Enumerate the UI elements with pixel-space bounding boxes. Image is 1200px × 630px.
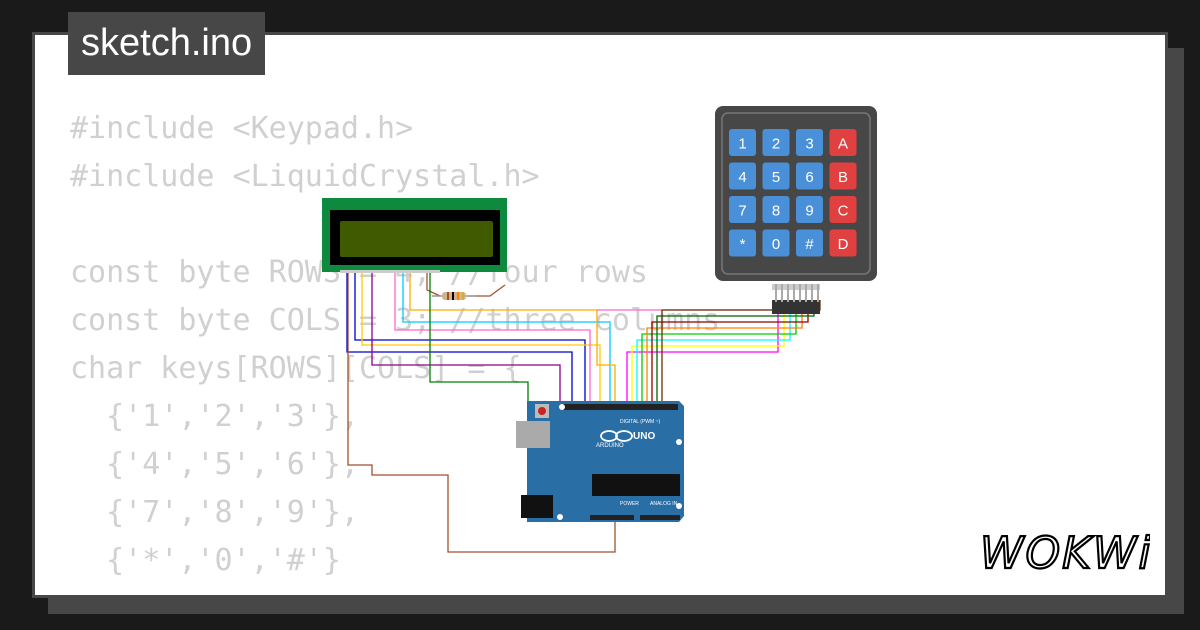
code-line: {'7','8','9'},	[70, 495, 359, 530]
keypad-key-label: 8	[772, 203, 780, 220]
wire	[354, 272, 586, 408]
keypad-key-C[interactable]	[829, 196, 857, 223]
keypad-key-label: B	[838, 169, 848, 186]
keypad-key-label: 5	[772, 169, 780, 186]
keypad-bezel	[721, 112, 871, 275]
keypad-key-label: 0	[772, 236, 780, 253]
keypad-key-label: #	[805, 236, 814, 253]
keypad-key-*[interactable]	[729, 229, 756, 257]
keypad-key-A[interactable]	[829, 129, 857, 156]
keypad-key-label: 6	[805, 169, 813, 186]
wire	[626, 300, 779, 408]
code-line: char keys[ROWS][COLS] = {	[70, 351, 522, 386]
wokwi-logo-text: WOKWi	[980, 528, 1150, 579]
code-line: };	[70, 585, 720, 595]
wire	[409, 272, 616, 408]
arduino-logo-icon	[600, 430, 618, 442]
lcd-screen	[340, 221, 493, 257]
wire	[371, 272, 561, 408]
sketch-title: sketch.ino	[68, 12, 266, 75]
keypad-key-9[interactable]	[796, 196, 823, 223]
keypad-key-label: *	[740, 236, 746, 253]
wire	[394, 272, 591, 408]
code-line: {'*','0','#'}	[70, 543, 341, 578]
keypad-key-label: 9	[805, 203, 813, 220]
wire	[468, 284, 506, 297]
keypad-key-label: 4	[738, 169, 746, 186]
keypad-key-1[interactable]	[729, 129, 756, 156]
keypad-key-3[interactable]	[796, 129, 823, 156]
code-line: {'1','2','3'},	[70, 399, 359, 434]
wire	[656, 300, 815, 408]
keypad-key-4[interactable]	[729, 162, 756, 190]
arduino-uno[interactable]: UNO ARDUINO DIGITAL (PWM ~) POWER ANALOG…	[516, 401, 684, 522]
keypad-key-0[interactable]	[762, 229, 790, 257]
analog-label: ANALOG IN	[650, 501, 678, 507]
code-preview: #include <Keypad.h> #include <LiquidCryst…	[70, 105, 720, 595]
code-line: #include <LiquidCrystal.h>	[70, 159, 540, 194]
digital-header	[563, 404, 678, 410]
wire	[636, 300, 791, 408]
wire	[641, 300, 797, 408]
keypad-key-label: A	[838, 136, 848, 153]
usb-port	[516, 421, 550, 448]
wire	[429, 272, 529, 408]
code-line: {'4','5','6'},	[70, 447, 359, 482]
keypad-key-2[interactable]	[762, 129, 790, 156]
microcontroller-chip	[592, 474, 680, 496]
keypad-key-6[interactable]	[796, 162, 823, 190]
wire	[597, 300, 779, 311]
power-label: POWER	[620, 501, 639, 507]
power-header	[590, 515, 634, 520]
code-line: #include <Keypad.h>	[70, 111, 414, 146]
power-jack	[521, 495, 553, 518]
keypad-key-label: 1	[738, 136, 746, 153]
wire	[631, 300, 785, 408]
arduino-model-label: UNO	[633, 431, 655, 442]
lcd-pins	[340, 270, 440, 273]
analog-header	[640, 515, 680, 520]
resistor[interactable]	[432, 292, 476, 300]
wokwi-logo: WOKWi	[979, 527, 1150, 580]
keypad-key-7[interactable]	[729, 196, 756, 223]
wire	[346, 272, 573, 408]
arduino-brand-label: ARDUINO	[596, 443, 624, 449]
keypad-key-label: C	[838, 203, 849, 220]
keypad-key-label: 2	[772, 136, 780, 153]
digital-label: DIGITAL (PWM ~)	[620, 419, 660, 425]
keypad-key-label: D	[838, 236, 849, 253]
lcd-display[interactable]	[322, 198, 507, 273]
wire	[361, 272, 601, 408]
keypad-key-#[interactable]	[796, 229, 823, 257]
keypad-key-B[interactable]	[829, 162, 857, 190]
keypad-key-label: 3	[805, 136, 813, 153]
keypad-key-label: 7	[738, 203, 746, 220]
keypad-key-D[interactable]	[829, 229, 857, 257]
wire	[347, 272, 616, 553]
keypad[interactable]: 1 2 3 A 4 5 6 B 7 8 9 C * 0 # D	[715, 106, 877, 314]
preview-card[interactable]: #include <Keypad.h> #include <LiquidCryst…	[32, 32, 1168, 598]
wire	[426, 272, 441, 297]
keypad-key-5[interactable]	[762, 162, 790, 190]
keypad-connector	[772, 284, 820, 314]
keypad-key-8[interactable]	[762, 196, 790, 223]
